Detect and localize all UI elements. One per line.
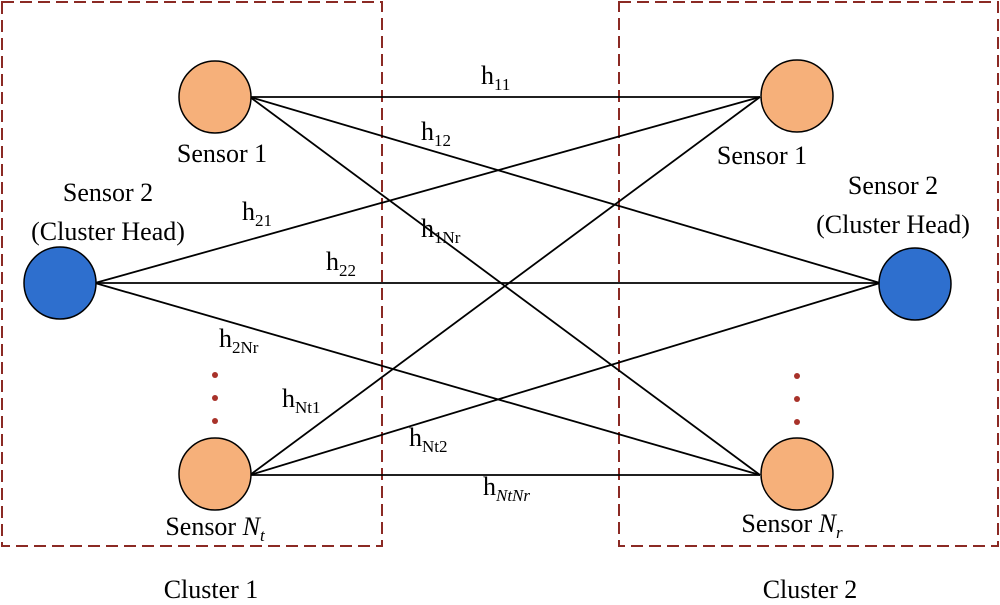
channel-base: h xyxy=(219,324,232,353)
cluster-2-ellipsis xyxy=(794,373,800,425)
label-base: Sensor xyxy=(741,509,818,538)
label-var: N xyxy=(242,512,262,541)
channel-label-hntnr: hNtNr xyxy=(483,472,530,505)
channel-sub: NtNr xyxy=(495,486,530,505)
ellipsis-dot xyxy=(212,372,218,378)
link-c1head-c2sn xyxy=(94,282,761,476)
channel-sub: 11 xyxy=(494,75,510,94)
channel-label-h21: h21 xyxy=(242,197,272,230)
channel-sub: 12 xyxy=(434,131,451,150)
ellipsis-dot xyxy=(794,373,800,379)
channel-label-h11: h11 xyxy=(481,61,510,94)
cluster-2-caption: Cluster 2 xyxy=(763,575,858,604)
channel-sub: 21 xyxy=(255,211,272,230)
cluster-1-sensor-nt-label: Sensor Nt xyxy=(165,512,266,545)
cluster-2-sensor-nr-node xyxy=(760,437,834,511)
channel-label-h1nr: h1Nr xyxy=(421,214,461,247)
label-var: N xyxy=(818,509,838,538)
cluster-1-sensor-1-label: Sensor 1 xyxy=(177,139,267,168)
channel-base: h xyxy=(409,423,422,452)
channel-sub: 22 xyxy=(339,261,356,280)
cluster-1-caption: Cluster 1 xyxy=(164,575,259,604)
channel-base: h xyxy=(326,247,339,276)
channel-sub: Nt1 xyxy=(295,398,321,417)
label-base: Sensor xyxy=(165,512,242,541)
cluster-2-box xyxy=(618,1,999,547)
cluster-2-sensor-nr-label: Sensor Nr xyxy=(741,509,843,542)
channel-base: h xyxy=(242,197,255,226)
channel-label-h22: h22 xyxy=(326,247,356,280)
channel-sub: Nt2 xyxy=(422,437,448,456)
cluster-1-head-label-line1: Sensor 2 xyxy=(63,178,153,207)
cluster-1-head-node xyxy=(23,246,97,320)
ellipsis-dot xyxy=(212,418,218,424)
channel-label-h2nr: h2Nr xyxy=(219,324,259,357)
cluster-1-head-label-line2: (Cluster Head) xyxy=(31,217,185,246)
channel-base: h xyxy=(282,384,295,413)
cluster-1-sensor-nt-node xyxy=(178,437,252,511)
cluster-1-ellipsis xyxy=(212,372,218,424)
link-c1sn-c2s1 xyxy=(249,96,761,476)
link-c1s1-c2head xyxy=(249,96,881,284)
ellipsis-dot xyxy=(212,395,218,401)
label-sub: r xyxy=(836,523,843,542)
cluster-2-head-label-line2: (Cluster Head) xyxy=(816,210,970,239)
channel-base: h xyxy=(481,61,494,90)
channel-base: h xyxy=(421,117,434,146)
channel-base: h xyxy=(421,214,434,243)
channel-label-hnt1: hNt1 xyxy=(282,384,321,417)
cluster-1-sensor-1-node xyxy=(178,60,252,134)
cluster-2-head-label-line1: Sensor 2 xyxy=(848,171,938,200)
ellipsis-dot xyxy=(794,419,800,425)
cluster-2-sensor-1-label: Sensor 1 xyxy=(717,141,807,170)
channel-sub: 1Nr xyxy=(434,228,461,247)
channel-base: h xyxy=(483,472,496,501)
channel-label-hnt2: hNt2 xyxy=(409,423,448,456)
channel-sub: 2Nr xyxy=(232,338,259,357)
label-sub: t xyxy=(260,526,266,545)
link-c1sn-c2head xyxy=(249,282,881,476)
cluster-1-box xyxy=(1,1,383,547)
channel-links xyxy=(94,96,881,476)
ellipsis-dot xyxy=(794,396,800,402)
link-c1head-c2s1 xyxy=(94,96,761,284)
channel-label-h12: h12 xyxy=(421,117,451,150)
cluster-2-head-node xyxy=(878,247,952,321)
cluster-2-sensor-1-node xyxy=(760,59,834,133)
